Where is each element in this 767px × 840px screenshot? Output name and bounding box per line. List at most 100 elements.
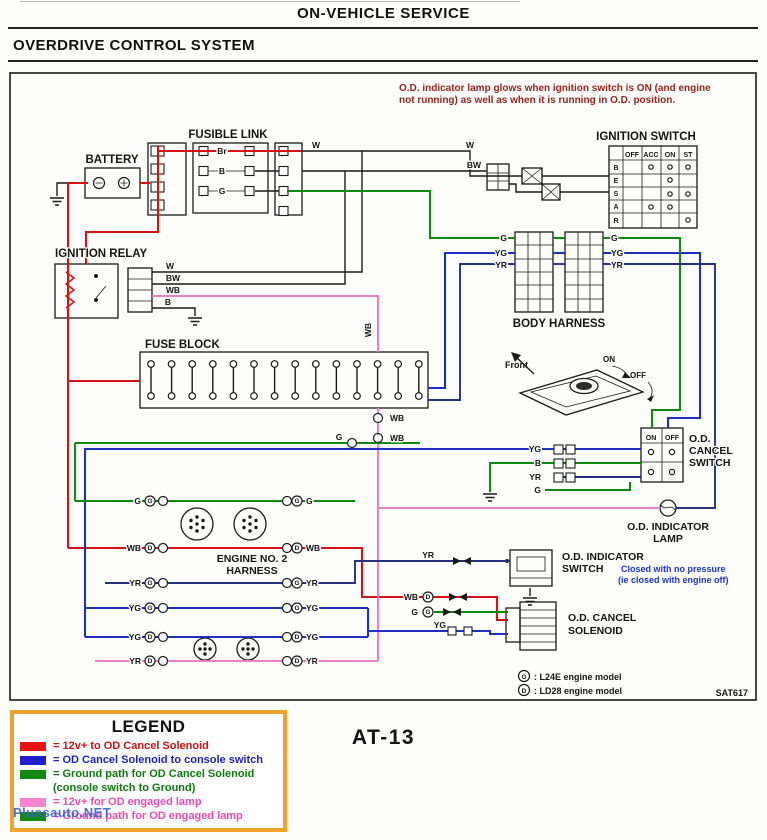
watermark: Plussauto.NET [13, 805, 112, 820]
fusible-link-box-a [147, 142, 187, 216]
wire-w-ignition: W [466, 140, 475, 150]
off-arrowhead [647, 395, 654, 402]
section-title: OVERDRIVE CONTROL SYSTEM [13, 37, 255, 54]
ignition-col-st: ST [684, 152, 694, 159]
eh-g-model-left: G [147, 498, 152, 505]
legend-swatch [20, 770, 46, 779]
od-indicator-lamp [659, 499, 677, 517]
relay-coil [64, 271, 76, 309]
wire-g-fuse-area: G [336, 432, 343, 442]
wire-wb-vertical: WB [363, 323, 373, 337]
fuse-terminal [291, 392, 300, 400]
fuse-terminal [373, 360, 382, 368]
eh-yr1-wire-left: YR [129, 578, 141, 588]
legend-item: = Ground path for OD engaged lamp [20, 810, 277, 823]
fusible-element [278, 185, 289, 197]
wire-yg-solenoid: YG [434, 620, 447, 630]
fuse-block [139, 351, 429, 409]
figure-code: SAT617 [716, 688, 748, 698]
legend-item-text: = 12v+ to OD Cancel Solenoid [53, 740, 209, 752]
fuse-terminal [208, 360, 217, 368]
connector-pins [144, 412, 531, 697]
switch-contact [647, 468, 655, 476]
od-cancel-switch-label-line2: CANCEL [689, 445, 733, 457]
fuse-terminal [270, 360, 279, 368]
eh-wb-wire-right: WB [306, 543, 320, 553]
junction-grid [487, 164, 509, 190]
fuse-terminal [229, 360, 238, 368]
service-note-line2: not running) as well as when it is runni… [399, 95, 675, 106]
wire-wb-solenoid: WB [404, 592, 418, 602]
eh-yg1-wire-right: YG [306, 603, 319, 613]
fusible-wire-b: B [219, 166, 225, 176]
lamp-filament [660, 504, 676, 511]
wire-g-bh-right: G [611, 233, 618, 243]
ignition-switch-grid [609, 146, 697, 228]
wire-g-solenoid: G [411, 607, 418, 617]
od-indicator-switch-note-line1: Closed with no pressure [621, 564, 726, 574]
legend-item: = 12v+ for OD engaged lamp [20, 796, 277, 809]
wires-pink [95, 294, 660, 663]
legend-item-text: = 12v+ for OD engaged lamp [53, 796, 202, 808]
wire-yr-cluster: YR [529, 472, 541, 482]
model-d-text: : LD28 engine model [534, 686, 622, 696]
ground-symbol [523, 597, 537, 606]
ground-symbol [50, 197, 64, 206]
front-arrowhead [511, 352, 521, 362]
eh-yr2-wire-right: YR [306, 656, 318, 666]
wire-wb-connector2: WB [390, 433, 404, 443]
od-indicator-switch-inner [516, 556, 546, 572]
fusible-wire-g: G [219, 186, 226, 196]
connector-squares [447, 444, 576, 636]
body-harness [514, 231, 604, 313]
legend-swatch [20, 798, 46, 807]
od-indicator-lamp-label-line1: O.D. INDICATOR [627, 521, 709, 533]
eh-wb-wire-left: WB [127, 543, 141, 553]
ground-symbol [483, 493, 497, 502]
wire-bw-ignition: BW [467, 160, 482, 170]
od-cancel-switch [640, 427, 684, 483]
ignition-switch [486, 145, 698, 229]
legend-item: (console switch to Ground) [20, 782, 277, 795]
switch-grid [641, 428, 683, 482]
fusible-element [278, 165, 289, 177]
eh-yg2-wire-left: YG [129, 632, 142, 642]
fusible-wire-br: Br [217, 146, 227, 156]
fuse-terminal [394, 360, 403, 368]
console-plate [518, 369, 645, 416]
switch-contact [668, 468, 676, 476]
front-arrow [514, 355, 535, 375]
legend-item-text: = OD Cancel Solenoid to console switch [53, 754, 263, 766]
model-d-letter: D [522, 688, 527, 695]
legend-box: LEGEND = 12v+ to OD Cancel Solenoid= OD … [10, 710, 287, 832]
on-arrowhead [622, 372, 631, 378]
od-indicator-switch-note-line2: (ie closed with engine off) [618, 575, 729, 585]
fusible-link-label: FUSIBLE LINK [188, 129, 268, 141]
wire-w-relay: W [166, 261, 175, 271]
model-g-solenoid: G [425, 609, 430, 616]
eh-wb-model-left: D [148, 545, 153, 552]
ignition-relay-box [54, 263, 119, 319]
fuse-terminal [208, 392, 217, 400]
wire-yr-indicator-switch: YR [422, 550, 434, 560]
fuse-terminal [373, 392, 382, 400]
ignition-row-s: S [614, 191, 619, 198]
wire-yg-cluster: YG [529, 444, 542, 454]
fuse-block-label: FUSE BLOCK [145, 339, 220, 351]
fuse-terminal [188, 392, 197, 400]
wires-green [73, 189, 682, 614]
eh-g-wire-left: G [134, 496, 141, 506]
fuse-terminal [147, 360, 155, 368]
fuse-terminal [188, 360, 197, 368]
ignition-row-e: E [614, 178, 619, 185]
connector-hatch [541, 183, 561, 201]
wire-yr-bh-left: YR [495, 260, 507, 270]
page-header-title: ON-VEHICLE SERVICE [296, 5, 471, 22]
eh-yr1-model-left: G [147, 580, 152, 587]
wire-g-bh-left: G [500, 233, 507, 243]
battery-plus-sign [120, 179, 128, 187]
fuse-terminal [332, 360, 341, 368]
inline-connectors [443, 557, 471, 616]
fuse-terminal [311, 392, 320, 400]
